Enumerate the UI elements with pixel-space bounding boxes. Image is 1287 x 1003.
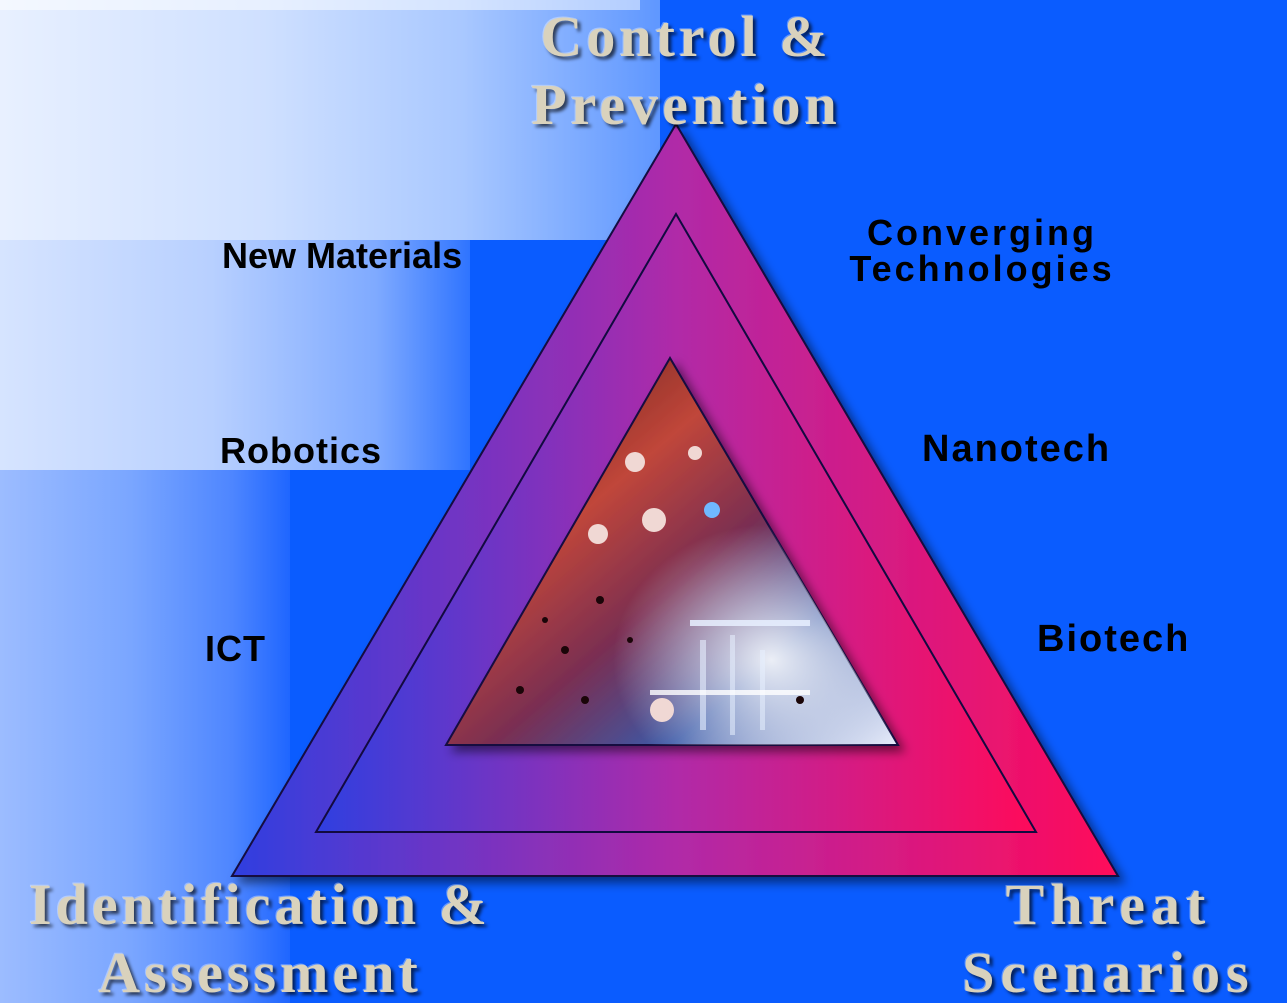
label-converging-technologies: Converging Technologies <box>812 215 1152 287</box>
corner-title-control-prevention: Control & Prevention <box>476 8 896 134</box>
corner-title-identification-assessment: Identification & Assessment <box>0 876 520 1002</box>
background-panel <box>0 470 290 1003</box>
label-line: Converging <box>866 212 1097 253</box>
corner-title-line: Assessment <box>98 940 422 1003</box>
corner-title-threat-scenarios: Threat Scenarios <box>930 876 1287 1002</box>
inner-photo-glow <box>446 358 898 745</box>
corner-title-line: Scenarios <box>962 940 1255 1003</box>
label-nanotech: Nanotech <box>922 428 1112 470</box>
corner-title-line: Threat <box>1005 872 1212 937</box>
background-panel <box>0 240 470 470</box>
corner-title-line: Identification & <box>29 872 491 937</box>
label-line: Technologies <box>849 248 1115 289</box>
label-new-materials: New Materials <box>222 235 463 276</box>
circuit-details <box>516 446 810 735</box>
corner-title-line: Control & <box>540 4 832 69</box>
label-biotech: Biotech <box>1037 618 1191 660</box>
background-panel <box>0 0 660 240</box>
background-panel <box>0 0 640 10</box>
label-robotics: Robotics <box>220 430 383 471</box>
corner-title-line: Prevention <box>531 72 841 137</box>
label-ict: ICT <box>205 628 266 669</box>
